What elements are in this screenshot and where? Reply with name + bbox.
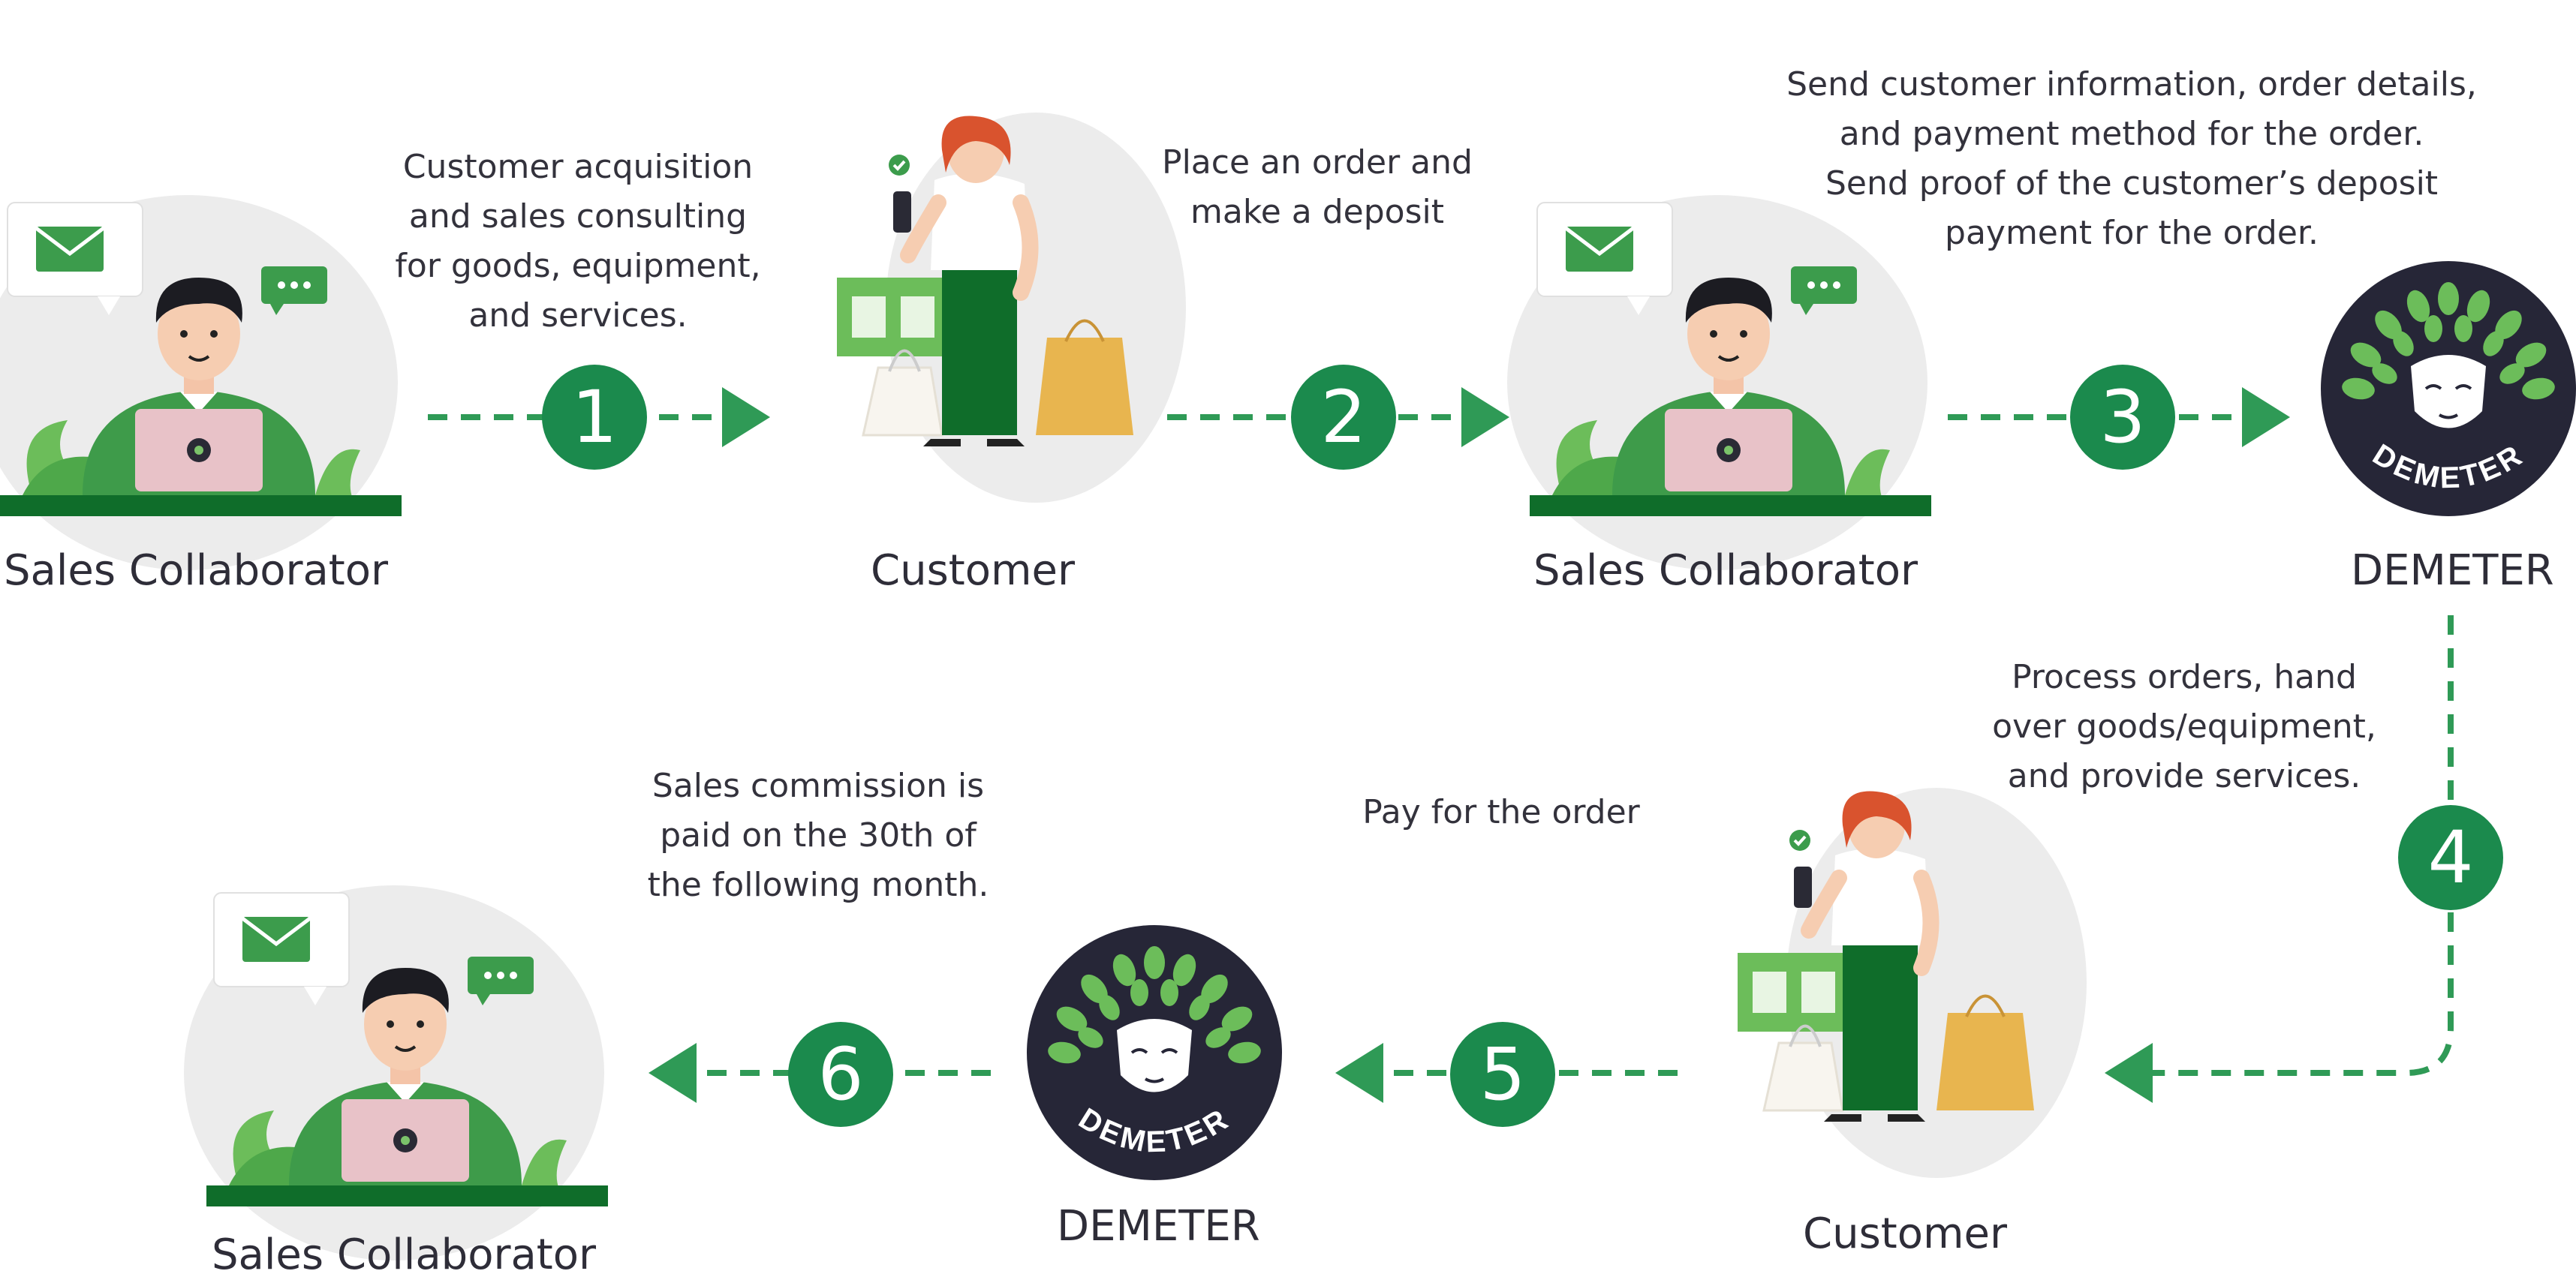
actor-label-sales-collaborator-2: Sales Collaborator bbox=[1533, 546, 1918, 595]
actor-label-customer-2: Customer bbox=[1803, 1209, 2008, 1258]
step-1-number: 1 bbox=[542, 365, 647, 470]
sales-collaborator-illustration-2 bbox=[1507, 195, 1931, 570]
actor-label-sales-collaborator-1: Sales Collaborator bbox=[4, 546, 389, 595]
actor-label-demeter-2: DEMETER bbox=[1057, 1202, 1260, 1251]
step-5-text: Pay for the order bbox=[1362, 793, 1640, 831]
step-5-number: 5 bbox=[1450, 1022, 1555, 1127]
actor-label-customer-1: Customer bbox=[871, 546, 1076, 595]
step-2-number: 2 bbox=[1291, 365, 1396, 470]
actor-label-sales-collaborator-3: Sales Collaborator bbox=[212, 1230, 597, 1279]
sales-collaborator-illustration-3 bbox=[184, 885, 608, 1260]
actor-label-demeter-1: DEMETER bbox=[2351, 546, 2554, 595]
step-1-text: Customer acquisition and sales consultin… bbox=[395, 148, 761, 335]
step-3-text: Send customer information, order details… bbox=[1786, 65, 2477, 252]
step-3-number: 3 bbox=[2070, 365, 2175, 470]
step-2-text: Place an order and make a deposit bbox=[1162, 143, 1473, 231]
customer-illustration-2 bbox=[1738, 788, 2087, 1178]
step-6-number: 6 bbox=[788, 1022, 893, 1127]
step-4-text: Process orders, hand over goods/equipmen… bbox=[1992, 658, 2376, 795]
sales-collaborator-illustration-1 bbox=[0, 195, 402, 570]
step-6-text: Sales commission is paid on the 30th of … bbox=[647, 767, 989, 904]
step-4-number: 4 bbox=[2398, 805, 2503, 910]
customer-illustration-1 bbox=[837, 113, 1186, 503]
